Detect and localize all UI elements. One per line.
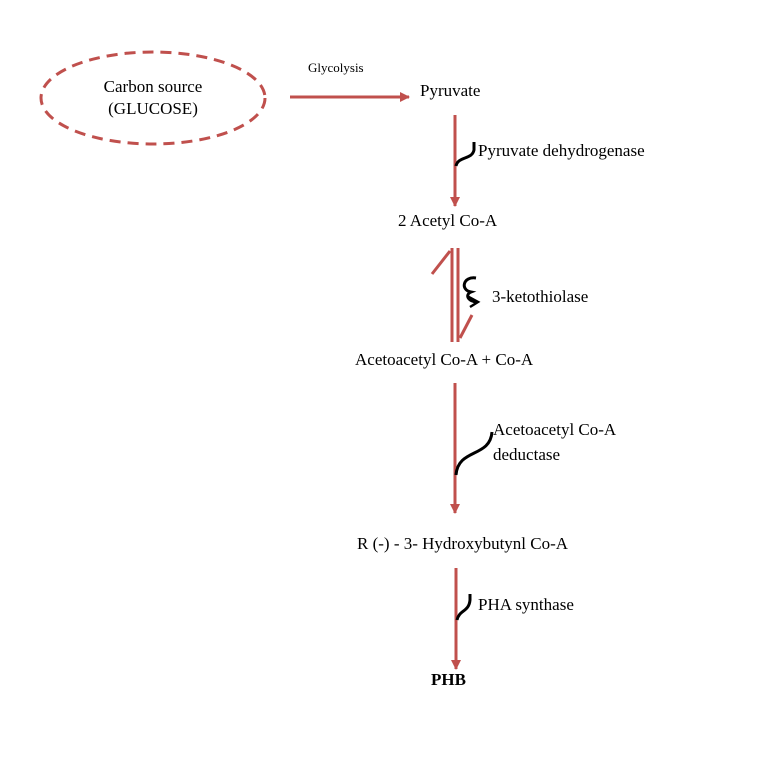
pyruvate-dehydrogenase-hook-icon: [454, 142, 476, 167]
carbon-source-node: [39, 50, 267, 146]
ketothiolase-curl-arrowhead-icon: [466, 294, 481, 309]
metabolite-phb: PHB: [431, 670, 466, 689]
pha-synthase-hook-icon: [455, 594, 472, 621]
thiolase-forward-barb: [430, 250, 452, 275]
metabolite-acetoacetyl-coa: Acetoacetyl Co-A + Co-A: [355, 350, 534, 369]
enzyme-acetoacetyl-reductase: Acetoacetyl Co-A deductase: [493, 417, 616, 467]
enzyme-reductase-line2: deductase: [493, 445, 561, 464]
enzyme-ketothiolase: 3-ketothiolase: [492, 287, 589, 306]
thiolase-reverse-barb: [458, 314, 474, 339]
carbon-source-line2: (GLUCOSE): [108, 99, 198, 118]
carbon-source-line1: Carbon source: [103, 77, 203, 96]
enzyme-pyruvate-dehydrogenase: Pyruvate dehydrogenase: [478, 141, 645, 160]
reductase-hook-icon: [454, 431, 494, 476]
ketothiolase-curl-icon: [462, 276, 477, 304]
metabolite-acetyl-coa: 2 Acetyl Co-A: [398, 211, 498, 230]
metabolite-pyruvate: Pyruvate: [420, 81, 481, 100]
carbon-source-label: Carbon source (GLUCOSE): [40, 76, 266, 120]
glycolysis-label: Glycolysis: [308, 60, 364, 75]
enzyme-reductase-line1: Acetoacetyl Co-A: [493, 420, 617, 439]
enzyme-pha-synthase: PHA synthase: [478, 595, 574, 614]
metabolite-hydroxybutyryl-coa: R (-) - 3- Hydroxybutynl Co-A: [357, 534, 569, 553]
